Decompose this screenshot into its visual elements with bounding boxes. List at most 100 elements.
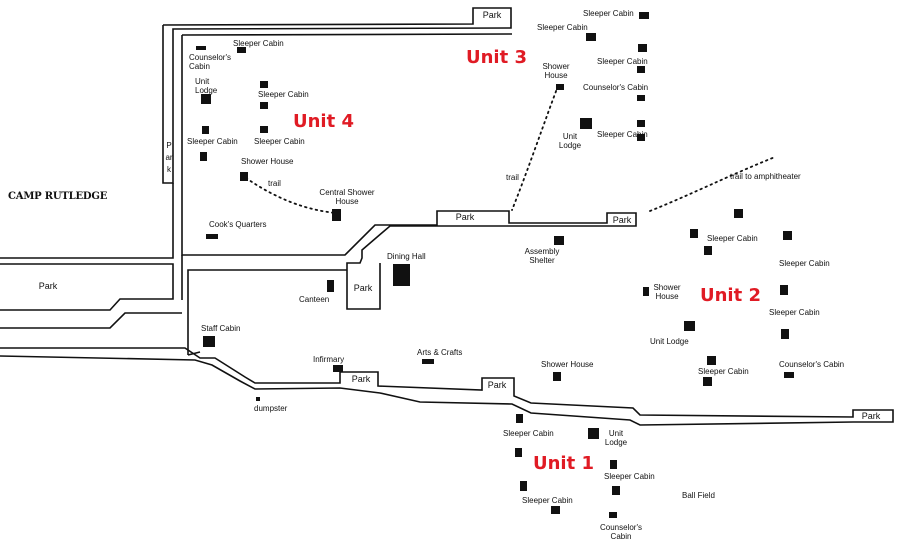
u4-sleeper-cabin-lower-building <box>200 152 207 161</box>
u1-counselors-cabin-building <box>609 512 617 518</box>
u3-sleeper-cabin-4-building <box>637 120 645 127</box>
road-dining-park <box>187 351 201 356</box>
u2-sleeper-cabin-g-building <box>707 356 716 365</box>
u1-sleeper-cabin-f-building <box>551 506 560 514</box>
u3-shower-house-building <box>556 84 564 90</box>
u2-shower-house-building <box>643 287 649 296</box>
staff-cabin-label: Staff Cabin <box>201 324 241 333</box>
u3-unit-lodge-label: Unit Lodge <box>558 132 582 150</box>
u4-sleeper-cabin-right-building <box>260 126 268 133</box>
trail-amphitheater <box>649 156 776 212</box>
arts-crafts-label: Arts & Crafts <box>417 348 463 357</box>
road-west-vertical <box>0 183 174 259</box>
road-canteen <box>187 269 347 300</box>
u2-sleeper-cabin-1-label: Sleeper Cabin <box>707 234 758 243</box>
u1-sleeper-cabin-a-building <box>516 414 523 423</box>
u4-sleeper-cabin-right-label: Sleeper Cabin <box>254 137 305 146</box>
u4-trail-label: trail <box>268 179 281 188</box>
u2-sleeper-cabin-h-building <box>703 377 712 386</box>
u4-cooks-quarters-label: Cook's Quarters <box>209 220 267 229</box>
assembly-shelter-label: Assembly Shelter <box>524 247 560 265</box>
u3-sleeper-cabin-1-label: Sleeper Cabin <box>583 9 634 18</box>
u1-sleeper-cabin-d-building <box>520 481 527 491</box>
u2-unit-lodge-label: Unit Lodge <box>650 337 689 346</box>
road-west-exit <box>0 312 182 329</box>
infirmary-building <box>333 365 343 372</box>
assembly-shelter-building <box>554 236 564 245</box>
park-south-east-label: Park <box>487 380 507 390</box>
park-east-road-label: Park <box>612 215 632 225</box>
park-south-center-label: Park <box>351 374 371 384</box>
park-west-label: Park <box>38 281 58 291</box>
road-west-park <box>0 263 174 311</box>
road-west-main <box>0 347 894 426</box>
u2-sleeper-cabin-a-building <box>734 209 743 218</box>
u2-trail-amphitheater-label: trail to amphitheater <box>730 172 801 181</box>
central-shower-house-label: Shower House <box>541 360 594 369</box>
canteen-building <box>327 280 334 292</box>
u4-counselors-cabin-building <box>196 46 206 50</box>
staff-cabin-building <box>203 336 215 347</box>
u2-sleeper-cabin-c-building <box>783 231 792 240</box>
u1-ball-field-label: Ball Field <box>682 491 715 500</box>
u2-counselors-cabin-label: Counselor's Cabin <box>779 360 845 369</box>
u4-sleeper-cabin-top-building <box>237 47 246 53</box>
u4-counselors-cabin-label: Counselor's Cabin <box>189 53 231 71</box>
park-dining-label: Park <box>353 283 373 293</box>
park-vertical-label: Park <box>165 141 173 174</box>
u4-sleeper-cabin-top-label: Sleeper Cabin <box>233 39 284 48</box>
park-north-label: Park <box>482 10 502 20</box>
u1-sleeper-cabin-1-label: Sleeper Cabin <box>503 429 554 438</box>
u4-sleeper-cabin-mid-building <box>260 81 268 88</box>
u4-sleeper-cabin-mid-label: Sleeper Cabin <box>258 90 309 99</box>
central-shower-house-building <box>553 372 561 381</box>
dumpster-icon <box>256 397 260 401</box>
u2-sleeper-cabin-3-label: Sleeper Cabin <box>769 308 820 317</box>
u2-sleeper-cabin-e-building <box>780 285 788 295</box>
u4-cooks-quarters-building <box>206 234 218 239</box>
unit-3-label: Unit 3 <box>466 47 527 68</box>
u4-unit-lodge-label: Unit Lodge <box>195 77 218 95</box>
u4-central-shower-house-label: Central Shower House <box>319 188 375 206</box>
u4-central-shower-house-building <box>332 209 341 221</box>
u4-sleeper-cabin-left-building <box>202 126 209 134</box>
u3-sleeper-cabin-1-building <box>639 12 649 19</box>
u1-unit-lodge-building <box>588 428 599 439</box>
u3-sleeper-cabin-2-label: Sleeper Cabin <box>537 23 588 32</box>
park-center-road-label: Park <box>455 212 475 222</box>
u2-counselors-cabin-building <box>784 372 794 378</box>
u2-shower-house-label: Shower House <box>653 283 681 301</box>
dumpster-label: dumpster <box>254 404 288 413</box>
u3-counselors-cabin-building <box>637 95 645 101</box>
u2-sleeper-cabin-b-building <box>690 229 698 238</box>
u2-sleeper-cabin-4-label: Sleeper Cabin <box>698 367 749 376</box>
u4-shower-house-label: Shower House <box>241 157 294 166</box>
unit-4-label: Unit 4 <box>293 111 354 132</box>
u3-sleeper-cabin-3a-building <box>638 44 647 52</box>
u1-sleeper-cabin-e-building <box>612 486 620 495</box>
unit-1-label: Unit 1 <box>533 453 594 474</box>
u1-counselors-cabin-label: Counselor's Cabin <box>600 523 642 541</box>
u1-sleeper-cabin-b-building <box>515 448 522 457</box>
u3-shower-house-label: Shower House <box>542 62 570 80</box>
trail-unit4 <box>245 177 337 214</box>
u3-sleeper-cabin-5-building <box>637 134 645 141</box>
u3-counselors-cabin-label: Counselor's Cabin <box>583 83 649 92</box>
u1-sleeper-cabin-2-label: Sleeper Cabin <box>604 472 655 481</box>
u2-unit-lodge-building <box>684 321 695 331</box>
arts-crafts-building <box>422 359 434 364</box>
u1-sleeper-cabin-c-building <box>610 460 617 469</box>
u3-sleeper-cabin-4-label: Sleeper Cabin <box>597 130 648 139</box>
u4-sleeper-cabin-left-label: Sleeper Cabin <box>187 137 238 146</box>
park-far-east-label: Park <box>861 411 881 421</box>
road-west-inner <box>181 35 637 310</box>
u2-sleeper-cabin-f-building <box>781 329 789 339</box>
trail-unit3 <box>511 85 559 211</box>
infirmary-label: Infirmary <box>313 355 345 364</box>
u2-sleeper-cabin-d-building <box>704 246 712 255</box>
u4-shower-house-building <box>240 172 248 181</box>
u4-unit-lodge-building <box>201 94 211 104</box>
u4-sleeper-cabin-mid2-building <box>260 102 268 109</box>
